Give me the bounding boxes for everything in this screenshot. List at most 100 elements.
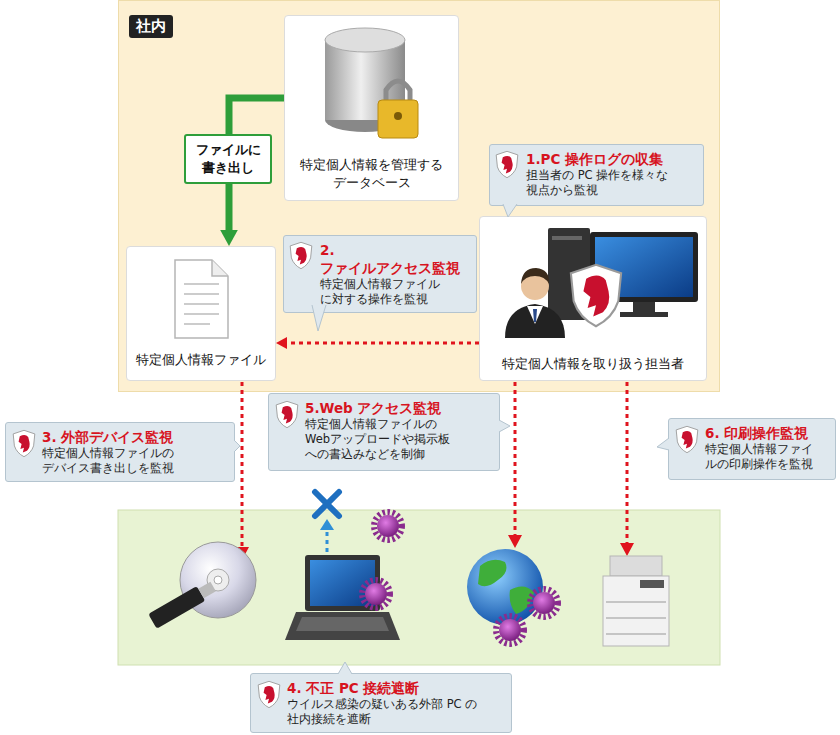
globe-icon — [478, 560, 534, 614]
globe-icon — [467, 549, 543, 625]
database-icon — [325, 28, 405, 52]
laptop-icon — [374, 512, 402, 540]
callout-tails — [338, 662, 352, 674]
printer-icon — [603, 576, 669, 646]
document-icon — [175, 260, 228, 338]
monitoring-arrows — [326, 529, 329, 552]
callout-heading: 5.Web アクセス監視 — [305, 399, 495, 417]
arrow-head — [276, 337, 287, 349]
document-icon — [175, 260, 228, 338]
storage-media-icon — [148, 586, 205, 629]
operator-pc-icon — [571, 265, 621, 326]
laptop-icon — [285, 612, 400, 640]
region-tab: 社内 — [129, 15, 173, 38]
monitoring-arrows — [242, 382, 627, 548]
operator-pc-icon — [590, 232, 698, 302]
callout-body: 担当者の PC 操作を様々な 視点から監視 — [526, 168, 699, 198]
storage-media-icon — [148, 542, 256, 629]
callout-heading: 4. 不正 PC 接続遮断 — [287, 679, 507, 697]
database-icon — [386, 81, 410, 102]
feature-callout: 1.PC 操作ログの収集担当者の PC 操作を様々な 視点から監視 — [489, 144, 704, 206]
printer-icon — [603, 556, 669, 646]
storage-media-icon — [207, 569, 229, 591]
database-box: 特定個人情報を管理する データベース — [284, 15, 459, 201]
operator-pc-icon — [595, 237, 693, 297]
operator-box: 特定個人情報を取り扱う担当者 — [479, 216, 707, 381]
printer-icon — [640, 580, 664, 588]
storage-media-icon — [198, 582, 216, 599]
printer-icon — [610, 556, 662, 576]
callout-shields — [276, 401, 298, 427]
feature-callout: 4. 不正 PC 接続遮断ウイルス感染の疑いある外部 PC の 社内接続を遮断 — [250, 673, 512, 733]
connector-arrow — [276, 337, 479, 349]
callout-shields — [13, 151, 698, 707]
callout-tails — [503, 204, 517, 217]
callout-body: 特定個人情報ファイルの Webアップロードや掲示板 への書込みなどを制御 — [305, 417, 495, 462]
database-icon — [325, 28, 418, 138]
operator-pc-icon — [505, 304, 565, 338]
database-icon — [378, 100, 418, 138]
document-icon — [184, 284, 219, 324]
callout-body: 特定個人情報ファイ ルの印刷操作を監視 — [705, 442, 831, 472]
device-band — [118, 510, 720, 665]
callout-body: ウイルス感染の疑いある外部 PC の 社内接続を遮断 — [287, 697, 507, 727]
monitoring-arrows — [320, 519, 334, 530]
operator-pc-icon — [633, 302, 655, 312]
premises-region: 社内特定個人情報を管理する データベース特定個人情報ファイル 特定個人情報を取り扱… — [118, 0, 720, 392]
callout-body: 特定個人情報ファイルの デバイス書き出しを監視 — [42, 446, 230, 476]
box-label: 特定個人情報を取り扱う担当者 — [480, 355, 706, 373]
monitoring-arrows — [235, 535, 634, 560]
database-icon — [325, 40, 405, 120]
callout-heading: 1.PC 操作ログの収集 — [526, 150, 699, 168]
device-band — [118, 510, 720, 665]
storage-media-icon — [148, 579, 217, 629]
file-box: 特定個人情報ファイル — [126, 246, 276, 381]
callout-shields — [13, 430, 35, 456]
arrow-head — [220, 230, 238, 246]
callout-tails — [234, 204, 669, 674]
database-icon — [325, 108, 405, 132]
operator-pc-icon — [527, 306, 543, 324]
operator-pc-icon — [533, 309, 537, 322]
operator-pc-icon — [552, 236, 582, 240]
laptop-icon — [305, 555, 380, 611]
operator-pc-icon — [521, 272, 549, 300]
database-icon — [394, 112, 402, 120]
laptop-icon — [310, 560, 375, 606]
callout-shields — [676, 426, 698, 452]
storage-media-icon — [214, 576, 222, 584]
callout-shields — [290, 242, 312, 268]
callout-tails — [234, 440, 240, 452]
globe-icon — [530, 589, 558, 617]
monitoring-arrows — [315, 492, 339, 516]
feature-callout: 6. 印刷操作監視特定個人情報ファイ ルの印刷操作を監視 — [668, 418, 836, 480]
edge-label: ファイルに 書き出し — [184, 134, 272, 184]
operator-pc-icon — [521, 268, 549, 284]
callout-tails — [499, 420, 510, 432]
storage-media-icon — [180, 542, 256, 618]
document-icon — [212, 260, 228, 276]
box-label: 特定個人情報ファイル — [127, 351, 275, 369]
operator-pc-icon — [505, 228, 698, 338]
feature-callout: 3. 外部デバイス監視特定個人情報ファイルの デバイス書き出しを監視 — [5, 422, 235, 482]
callout-heading: 3. 外部デバイス監視 — [42, 428, 230, 446]
globe-icon — [467, 549, 558, 644]
laptop-icon — [296, 617, 389, 631]
laptop-icon — [285, 512, 402, 640]
feature-callout: 5.Web アクセス監視特定個人情報ファイルの Webアップロードや掲示板 への… — [268, 393, 500, 471]
callout-shields — [258, 681, 280, 707]
callout-heading: 6. 印刷操作監視 — [705, 424, 831, 442]
callout-tails — [657, 438, 669, 450]
laptop-icon — [362, 580, 390, 608]
connector-line — [285, 342, 479, 345]
feature-callout: 2. ファイルアクセス監視特定個人情報ファイル に対する操作を監視 — [283, 235, 477, 313]
callout-body: 特定個人情報ファイル に対する操作を監視 — [320, 277, 472, 307]
callout-shields — [496, 151, 518, 177]
operator-pc-icon — [620, 312, 668, 317]
callout-tails — [312, 305, 326, 331]
box-label: 特定個人情報を管理する データベース — [285, 156, 458, 192]
monitoring-arrows — [235, 382, 634, 560]
callout-heading: 2. ファイルアクセス監視 — [320, 241, 472, 277]
